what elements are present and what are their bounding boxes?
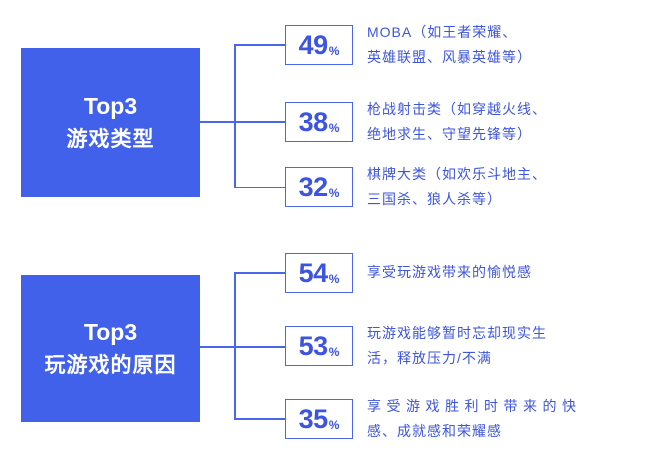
description-line: 枪战射击类（如穿越火线、 (367, 101, 547, 117)
connector-branch (234, 272, 285, 274)
percent-sign: % (328, 417, 340, 432)
percent-value: 49 (298, 29, 329, 60)
description-line: 三国杀、狼人杀等） (367, 191, 502, 207)
percent-sign: % (328, 185, 340, 200)
connector-trunk (234, 44, 236, 188)
percent-value: 54 (298, 257, 329, 288)
description-line: 玩游戏能够暂时忘却现实生 (367, 325, 547, 341)
percent-sign: % (328, 120, 340, 135)
description-line: 享受游戏胜利时带来的快 (367, 398, 582, 414)
percent-value: 35 (298, 403, 329, 434)
title-box-game-types: Top3 游戏类型 (21, 48, 200, 197)
item-description: 享受玩游戏带来的愉悦感 (367, 260, 599, 285)
connector-branch (234, 44, 285, 46)
connector-stub (200, 346, 234, 348)
connector-branch (234, 346, 285, 348)
description-line: 绝地求生、守望先锋等） (367, 126, 532, 142)
item-description: 玩游戏能够暂时忘却现实生 活，释放压力/不满 (367, 321, 599, 371)
percent-box: 38 % (285, 102, 353, 142)
percent-box: 35 % (285, 399, 353, 439)
percent-box: 54 % (285, 253, 353, 293)
section-title-line2: 游戏类型 (66, 127, 155, 151)
item-description: 枪战射击类（如穿越火线、 绝地求生、守望先锋等） (367, 97, 599, 147)
connector-trunk (234, 272, 236, 420)
percent-box: 53 % (285, 326, 353, 366)
percent-sign: % (328, 271, 340, 286)
section-title-line1: Top3 (83, 318, 138, 345)
description-line: MOBA（如王者荣耀、 (367, 24, 518, 40)
section-title-line2: 玩游戏的原因 (44, 353, 177, 377)
connector-branch (234, 121, 285, 123)
connector-stub (200, 121, 234, 123)
description-line: 英雄联盟、风暴英雄等） (367, 49, 532, 65)
connector-branch (234, 418, 285, 420)
title-box-play-reasons: Top3 玩游戏的原因 (21, 275, 200, 422)
section-title-line1: Top3 (83, 92, 138, 119)
percent-box: 49 % (285, 25, 353, 65)
percent-sign: % (328, 43, 340, 58)
percent-value: 53 (298, 330, 329, 361)
item-description: 享受游戏胜利时带来的快 感、成就感和荣耀感 (367, 394, 599, 444)
description-line: 享受玩游戏带来的愉悦感 (367, 264, 532, 280)
description-line: 感、成就感和荣耀感 (367, 423, 502, 439)
item-description: MOBA（如王者荣耀、 英雄联盟、风暴英雄等） (367, 20, 599, 70)
percent-box: 32 % (285, 167, 353, 207)
percent-value: 38 (298, 106, 329, 137)
description-line: 活，释放压力/不满 (367, 350, 492, 366)
connector-branch (234, 186, 285, 189)
percent-sign: % (328, 344, 340, 359)
item-description: 棋牌大类（如欢乐斗地主、 三国杀、狼人杀等） (367, 162, 599, 212)
description-line: 棋牌大类（如欢乐斗地主、 (367, 166, 547, 182)
percent-value: 32 (298, 171, 329, 202)
